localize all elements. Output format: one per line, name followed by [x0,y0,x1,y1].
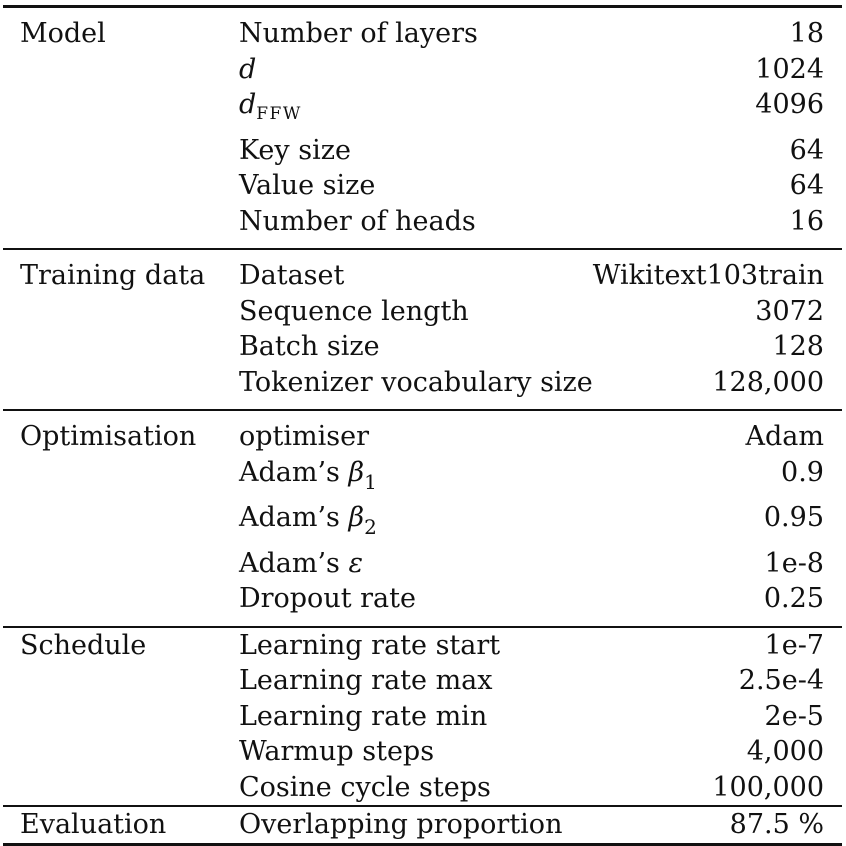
section-label-evaluation: Evaluation [20,809,167,840]
param-value: 1e-7 [764,629,824,661]
param-label: Learning rate start [238,629,501,661]
param-symbol: ε [348,547,363,579]
param-prefix: Adam’s [238,547,349,579]
param-value: 0.95 [763,502,824,533]
param-value: 4,000 [746,736,824,767]
param-symbol: β [348,456,365,488]
table-row: Schedule Learning rate start 1e-7 [3,626,842,664]
param-value: 0.9 [781,456,824,488]
table-row: Sequence length 3072 [3,294,842,330]
param-value: 128,000 [712,366,824,398]
table-row: Key size 64 [3,133,842,169]
param-value: 16 [789,205,824,237]
table-row: Value size 64 [3,168,842,204]
table-row: Cosine cycle steps 100,000 [3,770,842,807]
param-label: Warmup steps [238,736,435,767]
table-row: Learning rate min 2e-5 [3,699,842,735]
param-label: Sequence length [238,295,469,327]
param-label: d [221,52,593,88]
section-label-model: Model [20,18,106,49]
param-value: 64 [789,170,824,201]
param-label: Batch size [238,331,380,362]
param-label: Dataset [238,260,345,291]
param-value: 87.5 % [729,809,824,840]
param-label: Number of heads [238,205,476,237]
table-row: d 1024 [3,52,842,88]
param-label: Adam’s ε [221,546,593,582]
table-row: Warmup steps 4,000 [3,734,842,770]
table-row: Tokenizer vocabulary size 128,000 [3,365,842,411]
param-symbol: β [348,502,365,533]
table-row: Adam’s ε 1e-8 [3,546,842,582]
param-label: Key size [238,134,351,166]
param-value: 2e-5 [764,700,824,732]
param-subscript: 1 [364,469,377,494]
table-row: dFFW 4096 [3,87,842,133]
table-row: Learning rate max 2.5e-4 [3,663,842,699]
param-label: Cosine cycle steps [238,771,491,803]
section-label-optimisation: Optimisation [20,421,197,452]
param-value: 0.25 [763,583,824,614]
group-evaluation: Evaluation Overlapping proportion 87.5 % [3,806,842,844]
param-value: 2.5e-4 [738,665,824,696]
param-value: 100,000 [712,771,824,803]
param-label: Overlapping proportion [238,809,563,840]
param-value: 3072 [755,295,824,327]
table-row: Model Number of layers 18 [3,6,842,52]
param-symbol: d [238,89,257,120]
table-row: Number of heads 16 [3,204,842,250]
hyperparameter-table-container: Model Number of layers 18 d 1024 dFFW 40… [3,6,842,844]
param-value: 18 [789,18,824,49]
table-row: Adam’s β1 0.9 [3,455,842,501]
section-label-schedule: Schedule [20,629,147,661]
param-label: dFFW [221,87,593,133]
section-label-training-data: Training data [20,260,206,291]
table-row: Training data Dataset Wikitext103train [3,249,842,294]
param-label: Learning rate max [238,665,493,696]
param-label: Value size [238,170,376,201]
param-label: Adam’s β1 [221,455,593,501]
param-prefix: Adam’s [238,502,349,533]
param-value: 1024 [755,53,824,85]
param-value: 64 [789,134,824,166]
table-row: Dropout rate 0.25 [3,581,842,627]
param-prefix: Adam’s [238,456,349,488]
table-row: Optimisation optimiser Adam [3,410,842,455]
param-value: Wikitext103train [592,260,824,291]
param-label: Adam’s β2 [221,500,593,546]
param-value: 4096 [755,89,824,120]
group-optimisation: Optimisation optimiser Adam Adam’s β1 0.… [3,410,842,627]
group-model: Model Number of layers 18 d 1024 dFFW 40… [3,6,842,250]
param-label: Tokenizer vocabulary size [238,366,593,398]
param-label: Number of layers [238,18,478,49]
param-value: 1e-8 [764,547,824,579]
group-schedule: Schedule Learning rate start 1e-7 Learni… [3,626,842,807]
table-row: Evaluation Overlapping proportion 87.5 % [3,806,842,844]
table-row: Adam’s β2 0.95 [3,500,842,546]
group-training-data: Training data Dataset Wikitext103train S… [3,249,842,410]
param-value: 128 [772,331,824,362]
table-row: Batch size 128 [3,329,842,365]
param-symbol: d [238,53,257,85]
hyperparameter-table: Model Number of layers 18 d 1024 dFFW 40… [3,5,842,846]
param-subscript: 2 [364,515,377,539]
param-value: Adam [745,421,824,452]
param-label: optimiser [238,421,369,452]
param-subscript: FFW [256,104,302,124]
param-label: Learning rate min [238,700,488,732]
param-label: Dropout rate [238,583,416,614]
